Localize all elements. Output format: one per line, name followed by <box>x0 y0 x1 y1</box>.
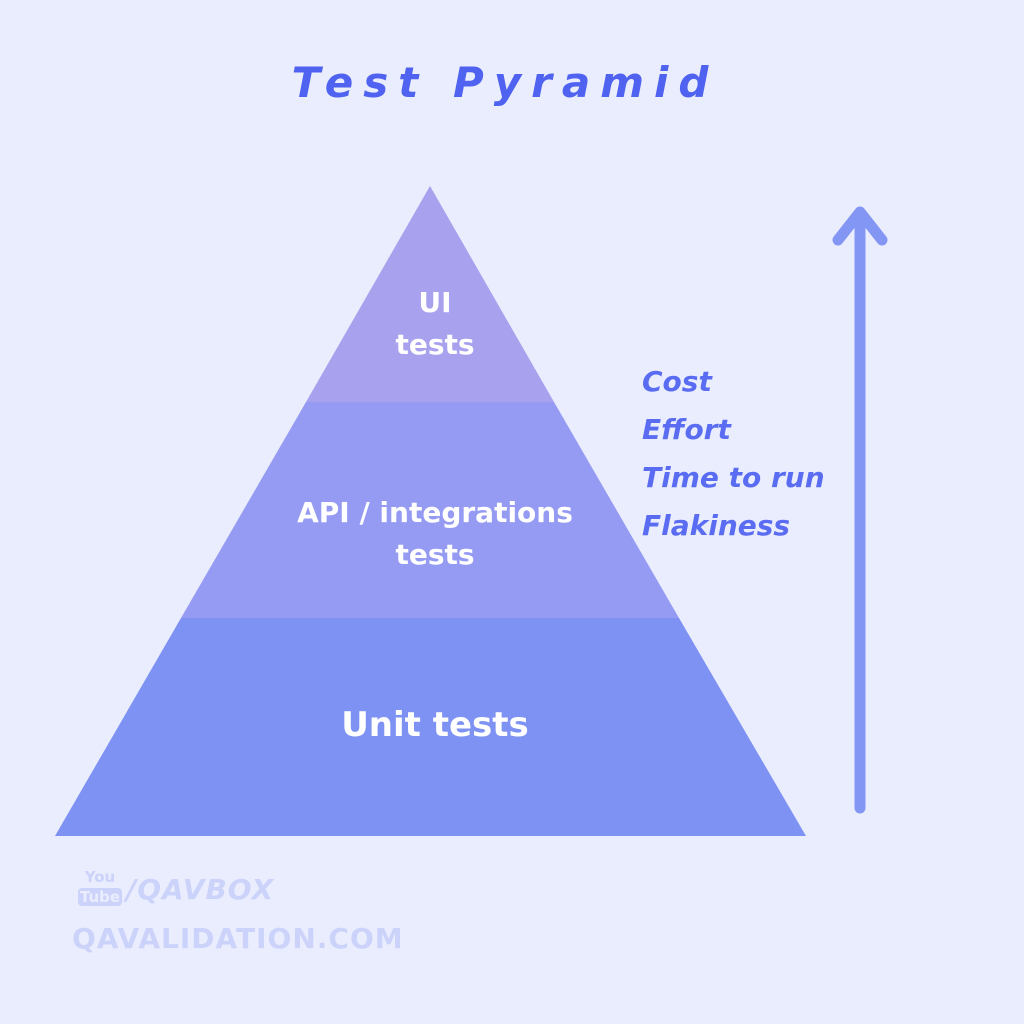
api-tests-line-2: tests <box>395 538 475 571</box>
pyramid-tier-api <box>181 402 679 618</box>
pyramid-tier-ui <box>306 186 554 402</box>
youtube-logo-top: You <box>84 868 116 886</box>
api-tests-label: API / integrations tests <box>255 492 615 576</box>
metric-time-to-run: Time to run <box>642 461 825 494</box>
ui-tests-line-1: UI <box>418 286 452 319</box>
metric-effort: Effort <box>642 413 731 446</box>
up-arrow <box>832 206 888 814</box>
api-tests-line-1: API / integrations <box>297 496 573 529</box>
arrow-head <box>832 206 888 246</box>
youtube-icon: You Tube <box>78 868 122 906</box>
diagram-title: Test Pyramid <box>291 58 719 107</box>
metric-flakiness: Flakiness <box>642 509 791 542</box>
ui-tests-label: UI tests <box>335 282 535 366</box>
unit-tests-label: Unit tests <box>280 700 590 751</box>
unit-tests-line-1: Unit tests <box>341 705 529 745</box>
watermark: You Tube /QAVBOX QAVALIDATION.COM <box>72 868 404 955</box>
youtube-handle: /QAVBOX <box>126 873 275 906</box>
youtube-logo-bottom: Tube <box>78 888 122 906</box>
metric-cost: Cost <box>642 365 712 398</box>
pyramid-tier-unit <box>55 618 806 836</box>
website-text: QAVALIDATION.COM <box>72 922 404 955</box>
arrow-metrics: Cost Effort Time to run Flakiness <box>642 358 825 550</box>
ui-tests-line-2: tests <box>395 328 475 361</box>
